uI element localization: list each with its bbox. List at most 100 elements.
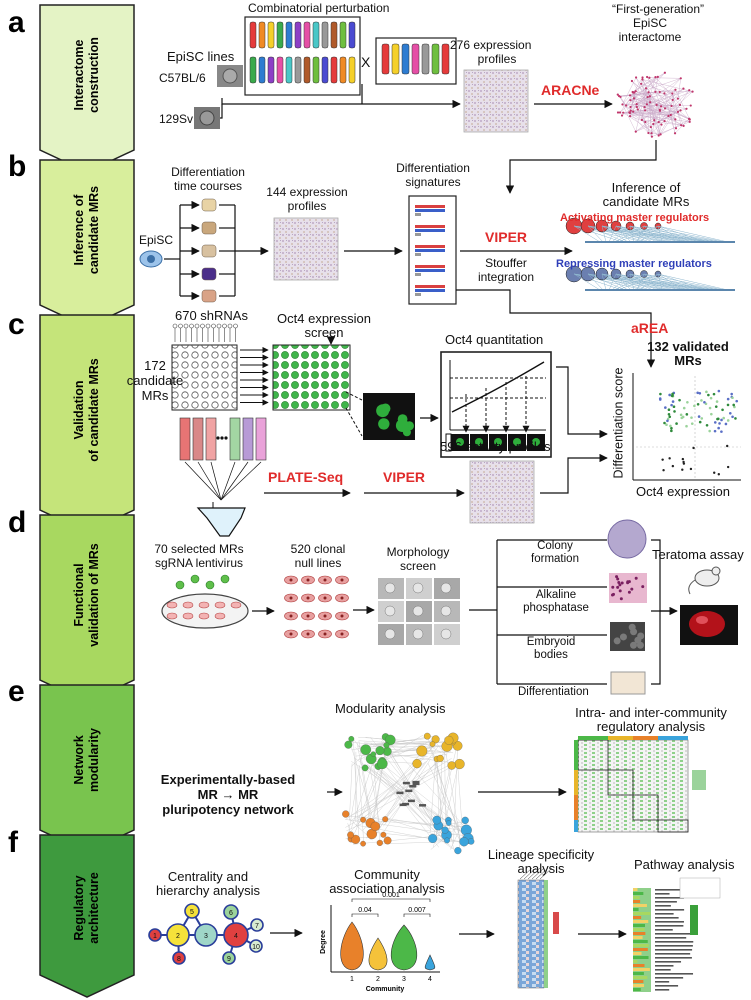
hierarchy-node [223, 904, 239, 920]
scatter-point [685, 424, 688, 428]
line-129sv-label: 129Sv [159, 112, 194, 126]
hierarchy-node [222, 951, 236, 965]
pin-head [227, 323, 233, 329]
ap-dot [616, 577, 620, 581]
pathway-cell [633, 888, 638, 891]
module-edge [358, 740, 371, 819]
module-edge [353, 738, 360, 837]
network-edge [622, 77, 637, 105]
nucleus [340, 632, 344, 636]
network-edge [619, 93, 665, 97]
scatter-point [700, 399, 703, 402]
mr-edge [615, 273, 676, 291]
module-label-mark [399, 803, 407, 807]
pathway-cell [633, 928, 645, 931]
scatter-point [671, 464, 675, 468]
network-node [618, 111, 622, 114]
network-node [616, 111, 620, 114]
panel-letter-b: b [8, 150, 27, 183]
network-node [659, 105, 663, 108]
pathway-cell [633, 896, 640, 899]
scatter-point [669, 424, 672, 428]
scatter-point [697, 415, 701, 418]
ap-dot [615, 575, 619, 579]
nucleus [340, 614, 344, 618]
mr-edge [614, 225, 645, 243]
quant-cell [494, 438, 502, 446]
pathway-heatmap [633, 877, 721, 992]
dish-cell [166, 601, 178, 609]
pval-top: 0.001 [382, 892, 400, 899]
matrix-legend [692, 770, 706, 790]
mr-edge [587, 273, 714, 291]
scatter-point [713, 471, 716, 474]
activity-profiles [469, 460, 535, 524]
mr-edge [643, 225, 704, 243]
network-edge [633, 98, 657, 106]
scatter-point [713, 421, 717, 424]
pathway-text-mark [655, 985, 679, 987]
pin-head [183, 323, 189, 329]
hierarchy-node [184, 903, 200, 919]
module-edge [380, 759, 431, 838]
network-edge [631, 80, 669, 117]
pathway-cell [633, 892, 644, 895]
dish-cell [166, 612, 178, 620]
scatter-point [681, 468, 684, 471]
signature-bar [415, 229, 445, 232]
module-node [380, 831, 387, 838]
pathway-text-mark [655, 937, 687, 939]
network-node [654, 76, 657, 79]
network-edge [658, 124, 662, 136]
network-edge [658, 114, 671, 136]
violin-category-label: 3 [402, 976, 406, 983]
community-block [632, 794, 659, 821]
morphology-grid [378, 578, 460, 645]
mr-edge [657, 225, 729, 243]
network-edge [646, 76, 673, 94]
community-matrix [574, 736, 706, 833]
pin-head [178, 323, 183, 329]
scatter-point [696, 391, 699, 395]
scatter-point [700, 417, 704, 420]
network-edge [645, 108, 687, 123]
scatter-point [668, 393, 671, 397]
condition-tube [242, 417, 254, 461]
community-bar [574, 795, 578, 820]
quant-cell [532, 438, 540, 446]
pathway-text-mark [655, 945, 693, 947]
scatter-point [686, 401, 689, 404]
module-node [360, 744, 372, 756]
mr-edge [617, 225, 659, 243]
mr-edge [601, 273, 607, 291]
nucleus [306, 632, 310, 636]
network-node [676, 110, 680, 113]
pathway-text-mark [655, 941, 694, 943]
shrnas-label: 670 shRNAs [175, 308, 248, 323]
mr-edge [629, 273, 679, 291]
pool-line [197, 461, 222, 501]
module-node [412, 759, 422, 769]
scatter-point [670, 403, 673, 407]
module-edge [373, 758, 421, 839]
tube [321, 56, 329, 84]
network-edge [629, 95, 651, 103]
tube [285, 56, 293, 84]
module-edge [355, 763, 382, 827]
colony [384, 628, 396, 640]
pathway-cell [633, 912, 651, 915]
mr-edge [629, 273, 635, 291]
pin-head [189, 323, 194, 329]
mr-edge [643, 273, 660, 291]
community-block [657, 819, 689, 833]
network-node [625, 104, 628, 107]
ap-dot [634, 576, 638, 580]
ap-dot [630, 587, 634, 591]
